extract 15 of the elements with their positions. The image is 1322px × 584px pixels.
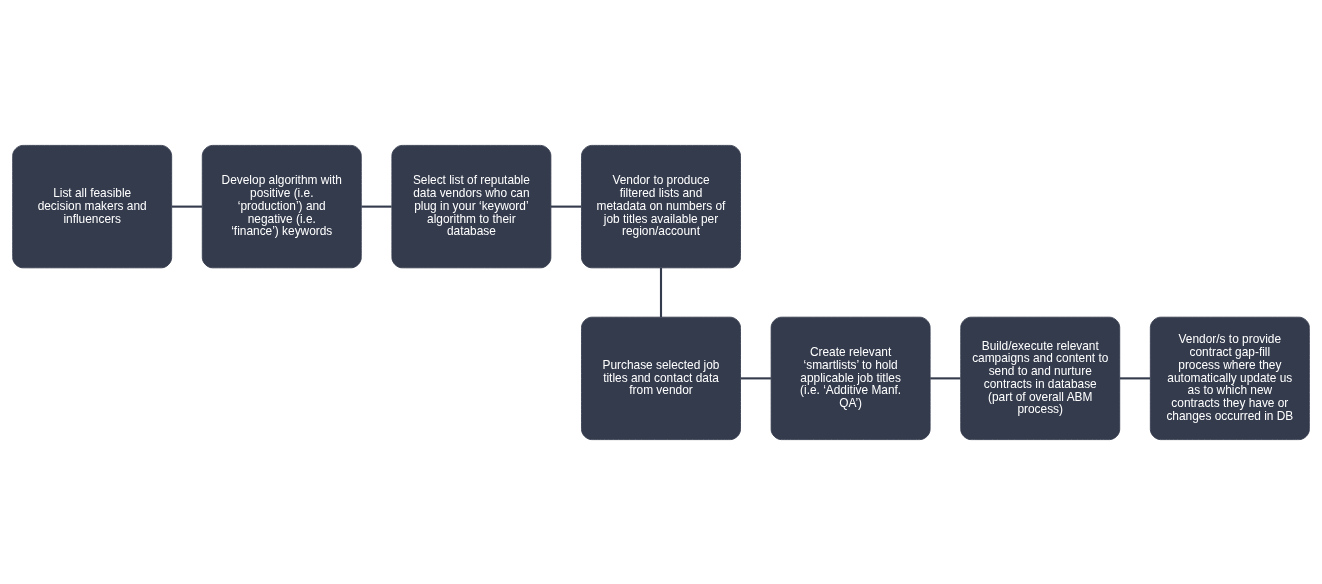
- connector: [361, 205, 392, 208]
- connector: [659, 267, 663, 317]
- connector: [550, 205, 582, 208]
- node-box: Develop algorithm with positive (i.e. ‘production’) and negative (i.e. ‘finance’) keywords: [201, 144, 362, 268]
- node-box: Select list of reputable data vendors who can plug in your ‘keyword’ algorithm to their database: [391, 144, 552, 268]
- node-box: Vendor/s to provide contract gap-fill process where they automatically update us as to which new contracts they have or changes occurred in DB: [1149, 316, 1310, 440]
- node-box: Create relevant ‘smartlists’ to hold applicable job titles (i.e. ‘Additive Manf. QA’): [770, 316, 931, 440]
- node-box: Build/execute relevant campaigns and content to send to and nurture contracts in database (part of overall ABM process): [960, 316, 1121, 440]
- connector: [930, 376, 961, 379]
- connector: [740, 376, 771, 379]
- node-box: Vendor to produce filtered lists and metadata on numbers of job titles available per region/account: [581, 144, 741, 268]
- node-box: Purchase selected job titles and contact data from vendor: [581, 316, 741, 440]
- connector: [171, 205, 203, 208]
- node-box: List all feasible decision makers and influencers: [12, 144, 173, 268]
- connector: [1119, 376, 1151, 379]
